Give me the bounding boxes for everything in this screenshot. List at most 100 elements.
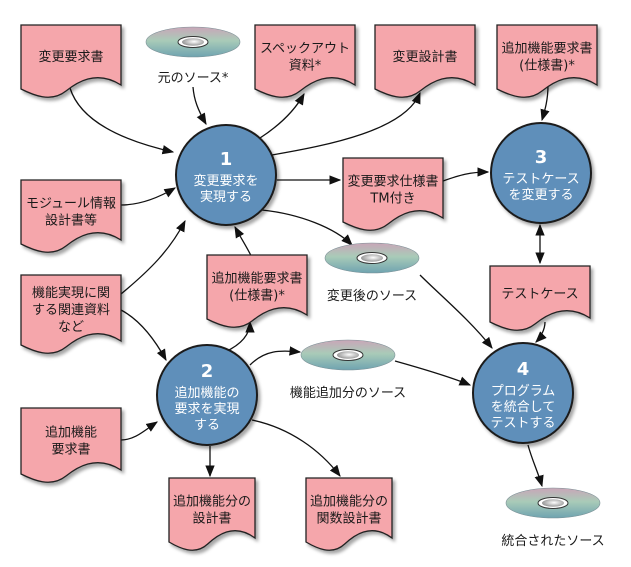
process-label-line: 変更要求を [193, 173, 258, 189]
disk-original: 元のソース* [145, 26, 241, 86]
disk-label: 元のソース* [158, 71, 229, 86]
disk-label: 機能追加分のソース [290, 385, 406, 401]
disk-label: 変更後のソース [327, 288, 417, 304]
edge-d_module_info-to-p1 [120, 187, 177, 206]
process-circle [490, 122, 592, 224]
document-shape [20, 24, 122, 98]
disk-label: 統合されたソース [501, 534, 604, 549]
document-label-line: 変更設計書 [392, 49, 457, 65]
document-label-line: 関数設計書 [316, 511, 381, 527]
edge-k_original-to-p1 [192, 86, 207, 126]
document-change-design: 変更設計書 [374, 24, 476, 98]
edge-d_change_request-to-p1 [69, 87, 175, 155]
edge-d_change_spec_tm-to-p3 [442, 167, 490, 182]
process-circle [175, 124, 277, 226]
edge-p1-to-k_changed [261, 209, 353, 246]
document-shape [20, 274, 122, 354]
process-label-line: プログラム [491, 384, 556, 399]
document-addfunc-req-bottom: 追加機能要求書 [20, 407, 122, 483]
process-label-line: 実現する [200, 189, 252, 205]
document-label-line: 変更要求書 [38, 49, 103, 65]
document-shape [305, 477, 393, 551]
document-label-line: 追加機能分の [310, 494, 388, 510]
document-label-line: 追加機能分の [173, 494, 251, 510]
process-label-line: を変更する [508, 187, 573, 203]
document-label-line: 機能実現に関 [32, 285, 110, 301]
process-circle [156, 344, 258, 446]
document-label-line: スペックアウト [260, 42, 350, 57]
document-shape [168, 477, 256, 551]
disk-integrated: 統合されたソース [501, 487, 605, 549]
process-number: 4 [517, 359, 530, 380]
document-label-line: (仕様書)* [519, 59, 575, 74]
edge-d_testcase-to-p4 [535, 321, 547, 343]
edges-layer [69, 84, 550, 488]
process-number: 1 [220, 149, 233, 170]
process-label-line: テストする [490, 416, 555, 431]
document-label-line: モジュール情報 [26, 197, 116, 212]
edge-k_changed-to-p4 [419, 274, 493, 349]
document-shape [374, 24, 476, 98]
document-addfunc-req-mid: 追加機能要求書 (仕様書)* [206, 254, 308, 328]
document-label-line: TM付き [369, 192, 415, 207]
edge-p2-to-k_added [249, 346, 302, 366]
document-label-line: など [58, 320, 84, 335]
disk-changed: 変更後のソース [324, 242, 420, 304]
document-testcase: テストケース [489, 265, 591, 331]
process-label-line: 追加機能の [174, 385, 239, 401]
process-number: 3 [535, 147, 548, 168]
document-shape [496, 24, 598, 98]
disk-hub [542, 499, 564, 507]
document-label-line: 追加機能要求書 [211, 271, 302, 287]
edge-d_related_docs-to-p2 [120, 309, 167, 362]
process-number: 2 [201, 361, 214, 382]
document-shape [20, 179, 122, 253]
process-label-line: テストケース [502, 172, 579, 187]
document-label-line: 変更要求仕様書 [347, 174, 438, 190]
edge-p4-to-k_integrated [527, 444, 544, 488]
document-shape [254, 24, 356, 98]
disk-hub [337, 351, 359, 359]
disk-hub [361, 254, 383, 262]
document-label-line: 追加機能 [45, 425, 97, 441]
document-label-line: 要求書 [51, 443, 90, 458]
document-label-line: 設計書等 [45, 213, 97, 229]
process-label-line: 要求を実現 [174, 401, 239, 417]
process-label-line: する [194, 418, 220, 433]
document-change-spec-tm: 変更要求仕様書 TM付き [342, 157, 444, 231]
disk-added: 機能追加分のソース [290, 339, 406, 401]
process-label-line: を統合して [491, 400, 556, 415]
document-addfunc-req-top: 追加機能要求書 (仕様書)* [496, 24, 598, 98]
disk-hub [182, 38, 204, 46]
document-label-line: (仕様書)* [229, 289, 285, 304]
document-label-line: する関連資料 [32, 303, 110, 318]
edge-d_addfunc_req_top-to-p3 [540, 84, 550, 122]
edge-p2-to-d_addfunc_func_design [251, 419, 341, 477]
document-label-line: テストケース [501, 287, 578, 302]
document-label-line: 設計書 [192, 511, 231, 527]
document-shape [20, 407, 122, 483]
document-shape [206, 254, 308, 328]
edge-p1-to-d_spec_out [259, 92, 305, 139]
edge-d_related_docs-to-p1 [120, 219, 186, 295]
edge-p1-to-d_change_design [271, 91, 421, 156]
document-label-line: 追加機能要求書 [501, 41, 592, 57]
document-change-request: 変更要求書 [20, 24, 122, 98]
document-shape [342, 157, 444, 231]
nodes-layer: 変更要求書スペックアウト資料*変更設計書追加機能要求書(仕様書)*モジュール情報… [20, 24, 605, 551]
edge-k_added-to-p4 [394, 360, 472, 386]
edge-d_addfunc_req_bottom-to-p2 [120, 421, 158, 441]
document-label-line: 資料* [289, 59, 322, 74]
process-circle [472, 342, 574, 444]
document-shape [489, 265, 591, 331]
